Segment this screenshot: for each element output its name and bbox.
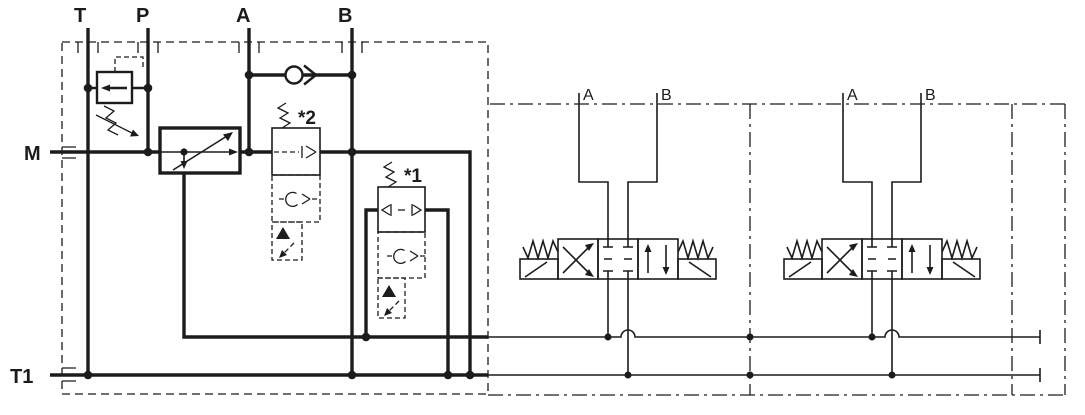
- port-label-p: P: [136, 5, 149, 27]
- port-label-a: A: [236, 5, 250, 27]
- gallery-junction-dot: [746, 371, 754, 379]
- gallery-junction-dot: [746, 333, 754, 341]
- shock-valve-1: [377, 161, 426, 319]
- block-boundary: [61, 41, 489, 395]
- relief-pilot-line: [114, 56, 144, 72]
- section1-port-b-label: B: [661, 87, 672, 104]
- port-ticks: [62, 42, 363, 382]
- p-gallery-line: [488, 329, 1041, 344]
- section-boundary-lines: [488, 103, 1066, 396]
- control-block: T P A B M T1 *2 *1: [10, 5, 489, 395]
- flow-control-valve: [158, 126, 242, 175]
- port-label-t1: T1: [10, 366, 33, 388]
- section1-port-a-label: A: [583, 87, 594, 104]
- valve-mark-1: *1: [404, 166, 422, 187]
- port-label-t: T: [74, 5, 86, 27]
- spring: [382, 161, 398, 188]
- relief-valve: [88, 56, 148, 137]
- spring: [276, 102, 292, 129]
- check-valve: [284, 64, 317, 86]
- relief-spring: [103, 105, 119, 136]
- shock-valve-2: [271, 102, 321, 261]
- dcv-section-2: A B: [783, 87, 981, 379]
- port-label-b: B: [338, 5, 352, 27]
- junction-dots: [83, 70, 475, 380]
- valve-mark-2: *2: [298, 108, 316, 129]
- port-label-m: M: [24, 143, 41, 165]
- section2-port-a-label: A: [847, 87, 858, 104]
- section2-port-b-label: B: [925, 87, 936, 104]
- t-gallery-line: [488, 368, 1041, 382]
- dcv-section-1: A B: [519, 87, 717, 379]
